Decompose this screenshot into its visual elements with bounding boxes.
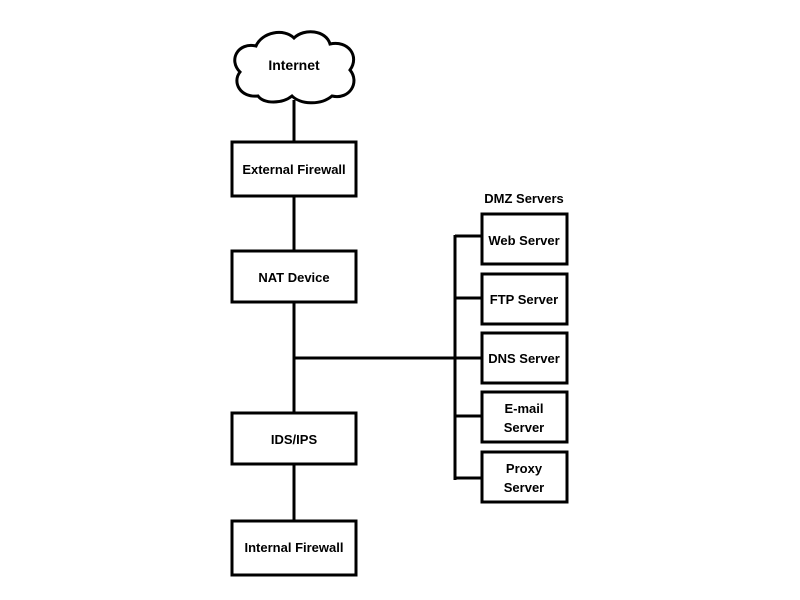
nat-device-box: [230, 249, 358, 304]
internal-firewall-node: Internal Firewall: [230, 519, 358, 577]
dmz-server-label-line1: FTP Server: [490, 292, 558, 307]
external-firewall-node: External Firewall: [230, 140, 358, 198]
connectors: [292, 100, 482, 521]
internal-firewall-label: Internal Firewall: [245, 540, 344, 555]
dmz-server-label-line1: Web Server: [488, 233, 559, 248]
ids-ips-node: IDS/IPS: [230, 411, 358, 466]
internet-node: Internet: [233, 30, 356, 105]
dmz-server-label-line1: DNS Server: [488, 351, 560, 366]
internal-firewall-box: [230, 519, 358, 577]
dmz-title: DMZ Servers: [484, 191, 563, 206]
dmz-server-label-line1: E-mail: [504, 401, 543, 416]
dmz-server-box: [480, 272, 569, 326]
ids-ips-label: IDS/IPS: [271, 432, 318, 447]
nat-device-label: NAT Device: [258, 270, 329, 285]
dmz-server-label-line2: Server: [504, 420, 544, 435]
dmz-server-box: [480, 212, 569, 266]
internet-label: Internet: [268, 57, 320, 73]
dmz-server-box: [480, 331, 569, 385]
dmz-server-dns: DNS Server: [480, 331, 569, 385]
external-firewall-box: [230, 140, 358, 198]
dmz-server-email: E-mail Server: [480, 390, 569, 444]
dmz-server-ftp: FTP Server: [480, 272, 569, 326]
dmz-server-box: [480, 390, 569, 444]
dmz-server-web: Web Server: [480, 212, 569, 266]
nat-device-node: NAT Device: [230, 249, 358, 304]
dmz-server-proxy: Proxy Server: [480, 450, 569, 504]
dmz-server-label-line1: Proxy: [506, 461, 543, 476]
cloud-icon: [233, 30, 356, 105]
external-firewall-label: External Firewall: [242, 162, 345, 177]
dmz-server-label-line2: Server: [504, 480, 544, 495]
ids-ips-box: [230, 411, 358, 466]
dmz-server-box: [480, 450, 569, 504]
